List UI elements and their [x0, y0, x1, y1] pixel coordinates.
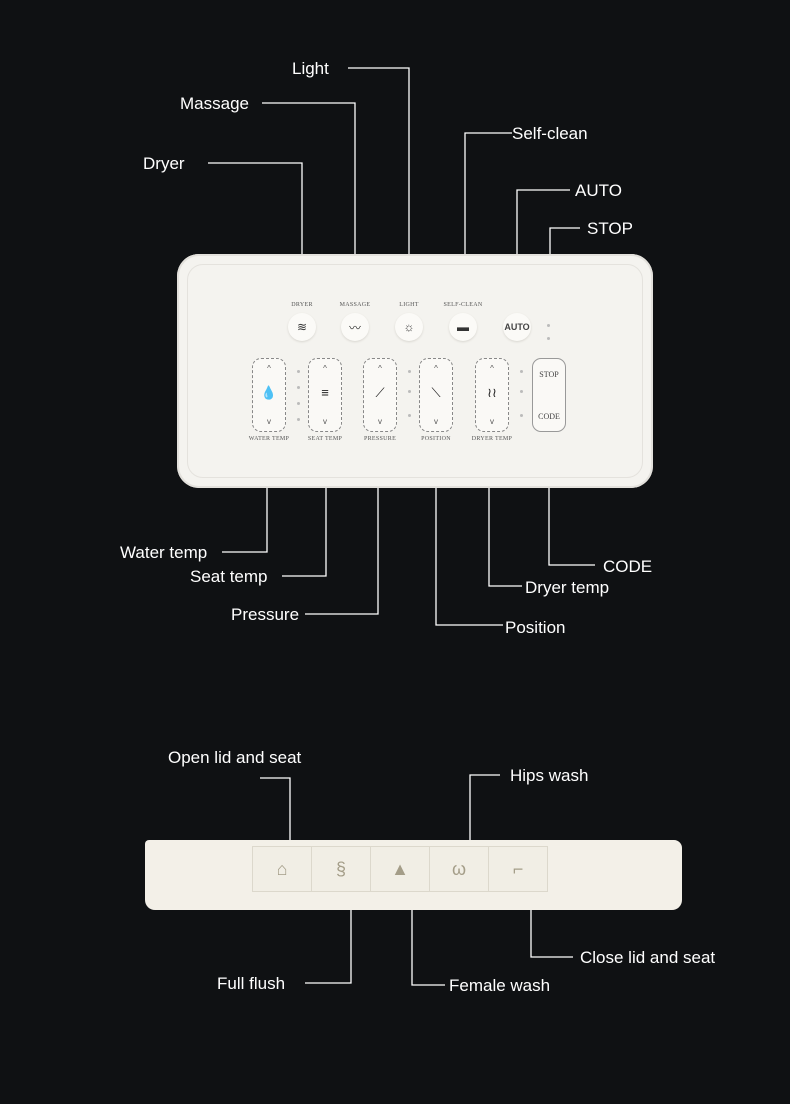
seat-temp-icon: ≡: [321, 385, 329, 400]
side-button-bar: ⌂ § ▲ ω ⌐: [145, 840, 682, 910]
massage-icon: 〰: [348, 320, 361, 335]
pressure-rocker[interactable]: ^ ⟋ v: [363, 358, 397, 432]
callout-dryer: Dryer: [143, 154, 185, 173]
up-arrow-icon: ^: [267, 364, 271, 373]
down-arrow-icon: v: [267, 417, 271, 426]
callout-massage: Massage: [180, 94, 249, 113]
callout-auto: AUTO: [575, 181, 622, 200]
callout-pressure: Pressure: [231, 605, 300, 624]
self-clean-icon: ▬: [457, 320, 469, 334]
massage-button[interactable]: 〰: [341, 313, 369, 341]
label-position: POSITION: [421, 436, 451, 442]
callout-stop: STOP: [587, 219, 633, 238]
callout-female-wash: Female wash: [449, 976, 551, 995]
label-pressure: PRESSURE: [363, 436, 397, 442]
dryer-temp-icon: ≀≀: [487, 385, 497, 400]
down-arrow-icon: v: [378, 417, 382, 426]
flush-swirl-icon: §: [335, 858, 346, 879]
callout-seat-temp: Seat temp: [190, 567, 268, 586]
label-massage: MASSAGE: [339, 302, 371, 308]
callout-code: CODE: [603, 557, 653, 576]
down-arrow-icon: v: [490, 417, 494, 426]
hips-wash-icon: ω: [451, 858, 467, 879]
callout-self-clean: Self-clean: [512, 124, 588, 143]
close-lid-icon: ⌐: [512, 858, 524, 879]
label-dryer-temp: DRYER TEMP: [471, 436, 513, 442]
callout-full-flush: Full flush: [217, 974, 286, 993]
dryer-button[interactable]: ≋: [288, 313, 316, 341]
up-arrow-icon: ^: [434, 364, 438, 373]
callout-dryer-temp: Dryer temp: [525, 578, 610, 597]
callout-hips-wash: Hips wash: [510, 766, 589, 785]
label-light: LIGHT: [399, 302, 419, 308]
code-button[interactable]: CODE: [538, 412, 560, 421]
callout-open-lid: Open lid and seat: [168, 748, 302, 767]
seat-temp-rocker[interactable]: ^ ≡ v: [308, 358, 342, 432]
remote-control-panel: DRYER MASSAGE LIGHT SELF-CLEAN ≋ 〰 ☼ ▬ A…: [177, 254, 653, 488]
up-arrow-icon: ^: [323, 364, 327, 373]
hips-wash-button[interactable]: ω: [429, 846, 489, 892]
down-arrow-icon: v: [323, 417, 327, 426]
self-clean-button[interactable]: ▬: [449, 313, 477, 341]
callout-close-lid: Close lid and seat: [580, 948, 716, 967]
water-temp-icon: 💧: [260, 385, 278, 400]
label-seat-temp: SEAT TEMP: [307, 436, 343, 442]
water-temp-rocker[interactable]: ^ 💧 v: [252, 358, 286, 432]
position-icon: ⟍: [431, 385, 441, 400]
pressure-icon: ⟋: [375, 385, 385, 400]
female-wash-button[interactable]: ▲: [370, 846, 430, 892]
up-arrow-icon: ^: [378, 364, 382, 373]
label-water-temp: WATER TEMP: [248, 436, 290, 442]
up-arrow-icon: ^: [490, 364, 494, 373]
full-flush-button[interactable]: §: [311, 846, 371, 892]
auto-button[interactable]: AUTO: [503, 313, 531, 341]
down-arrow-icon: v: [434, 417, 438, 426]
position-rocker[interactable]: ^ ⟍ v: [419, 358, 453, 432]
dryer-temp-rocker[interactable]: ^ ≀≀ v: [475, 358, 509, 432]
label-self-clean: SELF-CLEAN: [443, 302, 483, 308]
stop-code-rocker[interactable]: STOP CODE: [532, 358, 566, 432]
light-bulb-icon: ☼: [403, 320, 415, 334]
callout-light: Light: [292, 59, 329, 78]
close-lid-button[interactable]: ⌐: [488, 846, 548, 892]
label-dryer: DRYER: [291, 302, 313, 308]
light-button[interactable]: ☼: [395, 313, 423, 341]
dryer-icon: ≋: [296, 320, 308, 334]
callout-position: Position: [505, 618, 566, 637]
callout-water-temp: Water temp: [120, 543, 208, 562]
female-wash-icon: ▲: [391, 858, 409, 879]
stop-button[interactable]: STOP: [539, 370, 559, 379]
open-lid-button[interactable]: ⌂: [252, 846, 312, 892]
open-lid-icon: ⌂: [276, 858, 288, 879]
